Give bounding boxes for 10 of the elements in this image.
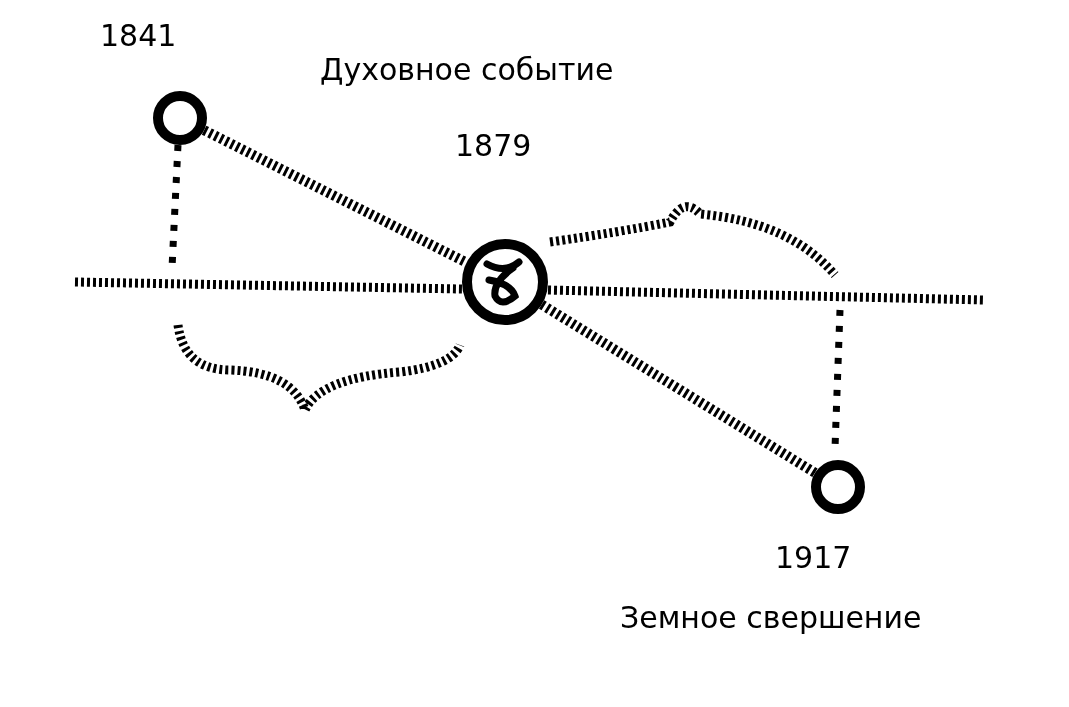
symbol-circle [461,238,549,326]
year-label: 1917 [775,540,852,576]
connector-line [201,125,469,268]
year-label: 1841 [100,18,177,54]
connector-line [539,300,818,478]
caption-text: Земное свершение [620,600,922,636]
circle-node [152,90,208,146]
circle-node [810,459,866,515]
year-label: 1879 [455,128,532,164]
caption-text: Духовное событие [320,52,614,88]
